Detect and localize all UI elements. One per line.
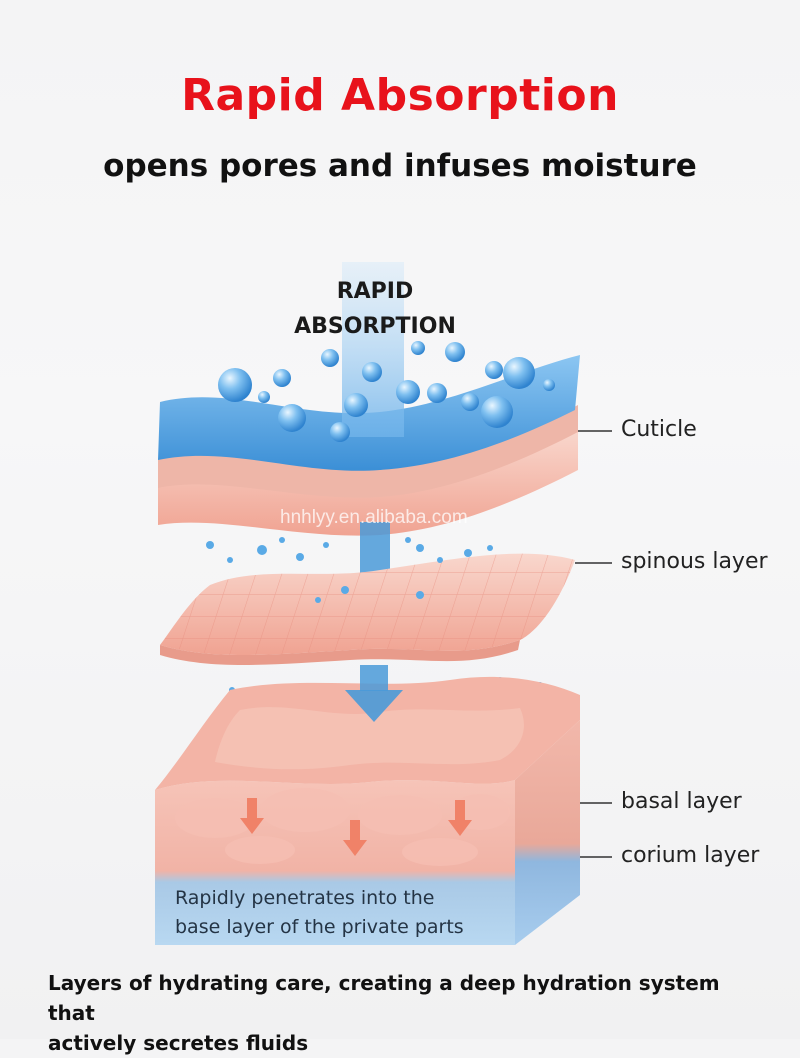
penetration-note-line1: Rapidly penetrates into the (175, 887, 435, 909)
basal-cells (175, 788, 510, 866)
spinous-layer-grid (160, 553, 575, 655)
penetration-arrows (240, 798, 472, 856)
block-top-texture (215, 707, 524, 770)
label-corium-layer: corium layer (621, 843, 760, 868)
block-side (515, 720, 580, 945)
arrow-text-line2: ABSORPTION (294, 314, 456, 339)
page-title: Rapid Absorption (181, 70, 619, 121)
label-cuticle: Cuticle (621, 417, 697, 442)
label-spinous-layer: spinous layer (621, 549, 768, 574)
main-arrow-head (345, 690, 403, 722)
penetration-note: Rapidly penetrates into the base layer o… (175, 884, 505, 942)
water-bubbles (218, 341, 555, 442)
arrow-text-line1: RAPID (336, 279, 414, 304)
caption-line2: actively secretes fluids (48, 1031, 309, 1055)
cuticle-pink-base (158, 430, 578, 536)
cuticle-speckle-layer (158, 405, 578, 498)
page-subtitle: opens pores and infuses moisture (103, 148, 697, 184)
bottom-caption: Layers of hydrating care, creating a dee… (48, 968, 768, 1058)
spinous-layer-edge (160, 640, 520, 665)
penetration-note-line2: base layer of the private parts (175, 916, 464, 938)
caption-line1: Layers of hydrating care, creating a dee… (48, 971, 720, 1025)
main-arrow-shaft (360, 665, 388, 691)
watermark: hnhlyy.en.alibaba.com (280, 507, 468, 528)
label-basal-layer: basal layer (621, 789, 742, 814)
